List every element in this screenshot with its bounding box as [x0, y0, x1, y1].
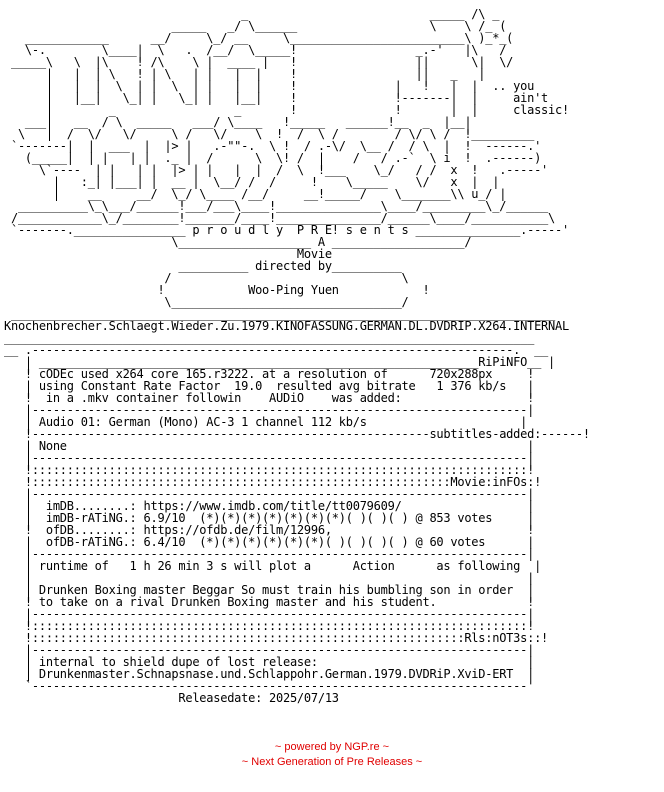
- nfo-line: | internal to shield dupe of lost releas…: [4, 655, 535, 669]
- nfo-line: \_________________________________/: [4, 295, 409, 309]
- nfo-line: ! in a .mkv container followin AUDiO was…: [4, 391, 535, 405]
- nfo-line: | Drunkenmaster.Schnapsnase.und.Schlappo…: [4, 667, 535, 681]
- nfo-line: _____ _/ \______ \ \ /_ (: [4, 19, 507, 33]
- nfo-line: |---------------------------------------…: [4, 607, 535, 621]
- nfo-line: | using Constant Rate Factor 19.0 result…: [4, 379, 535, 393]
- nfo-line: Movie: [4, 247, 332, 261]
- powered-by-line: ~ powered by NGP.re ~: [274, 741, 390, 753]
- nfo-line: __ .------------------------------------…: [4, 343, 549, 357]
- nfo-line: _____\ \ |\ ! /\ \ | ____ | ! || \| \/: [4, 55, 514, 69]
- nfo-line: __________ directed by__________: [4, 259, 402, 273]
- nfo-line: `-------.________________ p r o u d l y …: [4, 223, 569, 237]
- nfo-line: | |: [4, 571, 535, 585]
- nfo-line: ! Woo-Ping Yuen !: [4, 283, 430, 297]
- nfo-line: (_____| | | | | ._ | / \ \! / | / / .-` …: [4, 151, 542, 165]
- nfo-line: ________________________________________…: [4, 307, 555, 321]
- nfo-line: | __ __/ \_/ \____ /__/ __!_____/ \_____…: [4, 187, 507, 201]
- nfo-line: | runtime of 1 h 26 min 3 s will plot a …: [4, 559, 542, 573]
- footer: ~ powered by NGP.re ~ ~ Next Generation …: [0, 740, 664, 770]
- nfo-line: `-------| | ___ | |> | .-""-. \ ! / .-\/…: [4, 139, 542, 153]
- nfo-line: ! to take on a rival Drunken Boxing mast…: [4, 595, 535, 609]
- nfo-line: | Audio 01: German (Mono) AC-3 1 channel…: [4, 415, 528, 429]
- nfo-line: ! ofDB........: https://ofdb.de/film/129…: [4, 523, 535, 537]
- nfo-line: | :_| |___| | __ | \__/ / / ! \_____ \/ …: [4, 175, 500, 189]
- nfo-line: ________________________________________…: [4, 331, 535, 345]
- nfo-line: !:::::::::::::::::::::::::::::::::::::::…: [4, 475, 542, 489]
- nfo-line: \ | / \/ \/ \ / \/ \ ! / \ / / \/ \ / !_…: [4, 127, 535, 141]
- nfo-line: /____________\_/________!_______/____!__…: [4, 211, 555, 225]
- nfo-line: | _ _ ! ! | | classic!: [4, 103, 569, 117]
- nfo-line: !---------------------------------------…: [4, 427, 590, 441]
- nfo-text-block: _ _____ /\ _ _____ _/ \______ \ \ /_ ( _…: [4, 8, 590, 704]
- nfo-line: |---------------------------------------…: [4, 643, 535, 657]
- nfo-line: | | | \ ! | \ | | | | ! || _ |: [4, 67, 486, 81]
- nfo-line: Knochenbrecher.Schlaegt.Wieder.Zu.1979.K…: [4, 319, 569, 333]
- nfo-line: ! cODEc used x264 core 165.r3222. at a r…: [4, 367, 535, 381]
- tagline-line: ~ Next Generation of Pre Releases ~: [241, 756, 423, 768]
- nfo-line: !:::::::::::::::::::::::::::::::::::::::…: [4, 463, 535, 477]
- nfo-line: | None |: [4, 439, 535, 453]
- nfo-line: |---------------------------------------…: [4, 487, 535, 501]
- nfo-line: / \: [4, 271, 409, 285]
- nfo-line: | Drunken Boxing master Beggar So must t…: [4, 583, 535, 597]
- nfo-line: | imDB-rATiNG.: 6.9/10 (*)(*)(*)(*)(*)(*…: [4, 511, 535, 525]
- nfo-line: Releasedate: 2025/07/13: [4, 691, 339, 705]
- nfo-line: \`---- | | | | |> | | | | / \ !___ \_/ /…: [4, 163, 549, 177]
- nfo-line: `---------------------------------------…: [4, 679, 535, 693]
- nfo-line: |---------------------------------------…: [4, 547, 535, 561]
- nfo-line: ____________ __/ \_/ __ \_______________…: [4, 31, 514, 45]
- nfo-line: |---------------------------------------…: [4, 403, 535, 417]
- nfo-line: | imDB........: https://www.imdb.com/tit…: [4, 499, 535, 513]
- nfo-line: ___| __ / \ _____ ___/ \____ !_____ ____…: [4, 115, 472, 129]
- nfo-line: __________\_\___/______!___/___\____!___…: [4, 199, 549, 213]
- nfo-line: | | | \ | | \ | | | | ! | ! | | .. you: [4, 79, 535, 93]
- nfo-line: \___________________ A _________________…: [4, 235, 472, 249]
- nfo-line: |---------------------------------------…: [4, 451, 535, 465]
- nfo-line: _ _____ /\ _: [4, 7, 500, 21]
- nfo-line: | ofDB-rATiNG.: 6.4/10 (*)(*)(*)(*)(*)(*…: [4, 535, 535, 549]
- nfo-line: \-. \____| \ . /__/ \_____! _.-' |\ /: [4, 43, 507, 57]
- nfo-line: | ______________________________________…: [4, 355, 555, 369]
- nfo-line: !:::::::::::::::::::::::::::::::::::::::…: [4, 631, 549, 645]
- nfo-line: !:::::::::::::::::::::::::::::::::::::::…: [4, 619, 535, 633]
- nfo-line: | |__| \_| | \_| | |__| ! !-------| | ai…: [4, 91, 549, 105]
